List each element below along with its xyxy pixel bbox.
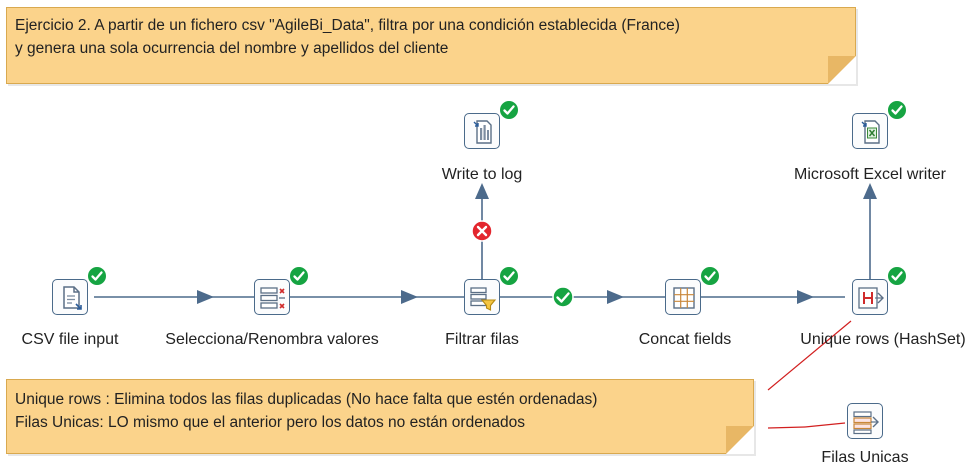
step-label: Filtrar filas [445,331,519,348]
annotation-line-unique [767,320,852,391]
annotation-line-filas [767,426,806,429]
step-filas-unicas[interactable] [847,403,883,439]
hop-arrow-icon [797,290,814,304]
hop-arrow-icon [475,183,489,199]
concat-grid-icon [673,287,695,309]
hop-arrow-icon [197,290,214,304]
annotation-line-filas [804,422,846,428]
step-label: CSV file input [21,331,119,348]
file-input-icon [63,286,82,310]
step-excel-writer[interactable] [852,113,888,149]
status-ok-icon [886,99,908,121]
step-label: Microsoft Excel writer [793,166,947,183]
hop-ok-icon [552,286,574,308]
note-explanation-line1: Unique rows : Elimina todos las filas du… [15,391,598,408]
step-unique-rows-hashset[interactable] [852,279,888,315]
note-exercise-line2: y genera una sola ocurrencia del nombre … [15,40,449,57]
status-ok-icon [86,265,108,287]
note-exercise-line1: Ejercicio 2. A partir de un fichero csv … [15,17,680,34]
status-ok-icon [498,99,520,121]
status-ok-icon [288,265,310,287]
status-ok-icon [699,265,721,287]
step-filter-rows[interactable] [464,279,500,315]
hop-arrow-icon [401,290,418,304]
hop-arrow-icon [863,183,877,199]
hashset-icon [858,287,884,309]
step-label: Write to log [441,166,523,183]
log-file-icon [473,120,492,144]
select-values-icon [260,287,285,309]
step-csv-file-input[interactable] [52,279,88,315]
step-label: Unique rows (HashSet) [800,331,965,348]
note-exercise[interactable]: Ejercicio 2. A partir de un fichero csv … [6,7,856,84]
note-explanation[interactable]: Unique rows : Elimina todos las filas du… [6,379,754,454]
step-label: Filas Unicas [821,449,909,466]
note-fold-icon [828,56,856,84]
step-write-to-log[interactable] [464,113,500,149]
step-label: Concat fields [638,331,732,348]
step-select-values[interactable] [254,279,290,315]
step-concat-fields[interactable] [665,279,701,315]
hop-error-icon [471,220,493,242]
hop-arrow-icon [607,290,624,304]
note-explanation-line2: Filas Unicas: LO mismo que el anterior p… [15,414,526,431]
status-ok-icon [886,265,908,287]
step-label: Selecciona/Renombra valores [165,331,379,348]
status-ok-icon [498,265,520,287]
excel-file-icon [861,120,880,144]
unique-rows-icon [853,411,879,435]
note-fold-icon [726,426,754,454]
filter-icon [470,287,497,311]
